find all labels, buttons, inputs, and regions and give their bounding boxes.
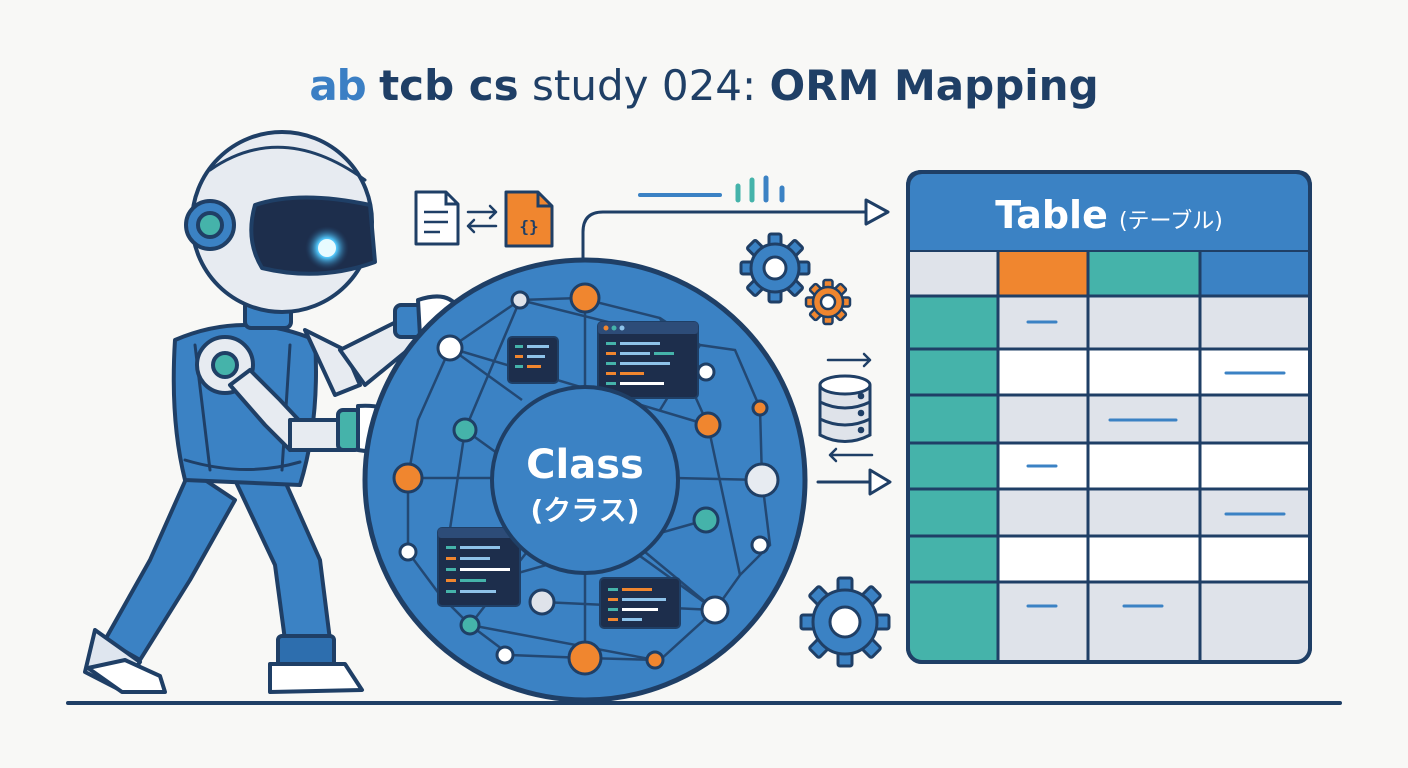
class-label: Class — [526, 442, 644, 488]
table-row — [998, 536, 1308, 582]
bar-chart-icon — [735, 175, 785, 203]
sphere-nodes — [392, 282, 780, 676]
arrow-right-icon — [868, 468, 892, 496]
swap-arrows-icon — [826, 352, 874, 463]
page-title: ab tcb cs study 024: ORM Mapping — [0, 58, 1408, 118]
column-header-cell — [1088, 252, 1200, 296]
gear-icon — [804, 278, 852, 326]
database-icon — [818, 374, 872, 443]
brand-name: tcb cs — [379, 61, 519, 110]
document-icon — [414, 190, 460, 246]
arrow-right-icon — [864, 198, 890, 226]
gear-icon — [739, 232, 811, 304]
series-label: study 024: — [532, 61, 757, 110]
column-header-cell — [910, 252, 998, 296]
db-table: Table (テーブル) — [906, 170, 1312, 664]
column-header-cell — [998, 252, 1088, 296]
code-snippet-2 — [597, 321, 699, 399]
logo: ab — [309, 61, 366, 110]
code-snippet-3 — [437, 527, 521, 607]
key-column — [910, 296, 998, 660]
code-snippet-1 — [507, 336, 559, 384]
table-title: Table (テーブル) — [995, 193, 1223, 237]
robot — [83, 130, 461, 694]
topic-label: ORM Mapping — [769, 61, 1099, 110]
table-header-bar — [906, 170, 1312, 254]
svg-text:{}: {} — [519, 217, 538, 236]
gear-icon — [799, 576, 891, 668]
code-snippet-4 — [599, 577, 681, 629]
table-row — [998, 582, 1308, 660]
class-label-ja: (クラス) — [530, 494, 639, 527]
json-file-icon: {} — [504, 190, 554, 248]
table-grid — [908, 252, 1310, 662]
class-core — [490, 385, 680, 575]
column-header-cell — [1200, 252, 1308, 296]
cell-values — [1026, 320, 1286, 608]
connector-arrow-top — [581, 210, 872, 262]
class-sphere: Class (クラス) — [362, 257, 808, 703]
swap-arrows-icon — [466, 204, 498, 234]
